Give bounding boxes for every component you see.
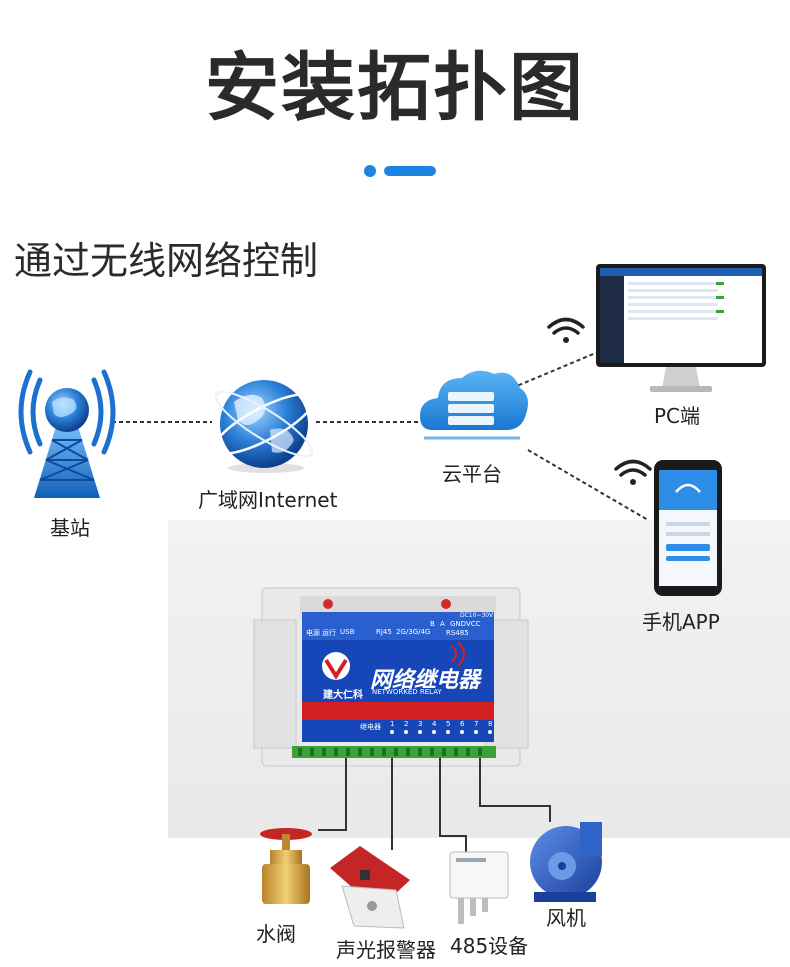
link-cloud-mobile: [527, 449, 649, 521]
relay-number: 1: [390, 720, 395, 728]
label-fan: 风机: [546, 906, 586, 930]
relay-number: 8: [488, 720, 493, 728]
relay-number: 3: [418, 720, 423, 728]
water-valve-icon: [260, 828, 312, 904]
port-label-rj45: RJ45: [376, 628, 392, 636]
port-label-a: A: [440, 620, 445, 628]
port-label-run: 运行: [322, 629, 336, 637]
relay-device: [253, 587, 529, 767]
base-station-icon: [18, 369, 116, 498]
sensor-485-icon: [449, 851, 509, 924]
section-subtitle: 通过无线网络控制: [14, 239, 319, 283]
globe-icon: [212, 380, 316, 473]
pc-monitor-icon: [596, 264, 766, 392]
port-label-gnd: GND: [450, 620, 467, 628]
mobile-phone-icon: [654, 460, 722, 596]
port-label-dc: DC10~30V: [460, 612, 494, 619]
relay-number: 4: [432, 720, 437, 728]
port-label-b: B: [430, 620, 435, 628]
page-title: 安装拓扑图: [205, 45, 585, 131]
label-pc: PC端: [654, 404, 701, 428]
link-cloud-pc: [511, 351, 599, 389]
label-internet: 广域网Internet: [198, 488, 338, 512]
relay-number: 2: [404, 720, 409, 728]
port-label-vcc: VCC: [466, 620, 481, 628]
relay-number: 6: [460, 720, 465, 728]
label-485-device: 485设备: [450, 934, 529, 958]
port-label-usb: USB: [340, 628, 355, 636]
port-label-rs485: RS485: [446, 629, 469, 637]
connection-lines: [112, 351, 649, 521]
relay-number: 7: [474, 720, 479, 728]
cloud-icon: [420, 370, 528, 440]
label-water-valve: 水阀: [256, 922, 296, 946]
title-dash-decoration: [384, 166, 436, 176]
alarm-icon: [330, 846, 410, 929]
port-label-cellular: 2G/3G/4G: [396, 628, 431, 636]
fan-icon: [530, 822, 602, 902]
device-product-name: 网络继电器: [370, 668, 481, 693]
label-base-station: 基站: [50, 516, 90, 540]
label-mobile-app: 手机APP: [642, 610, 720, 634]
port-label-power: 电源: [306, 629, 320, 637]
device-product-en: NETWORKED RELAY: [372, 688, 442, 696]
label-alarm: 声光报警器: [336, 938, 436, 962]
device-wires: [318, 758, 551, 852]
wifi-icon: [614, 459, 652, 485]
relay-number: 5: [446, 720, 451, 728]
device-brand: 建大仁科: [323, 690, 363, 701]
wifi-icon: [547, 317, 585, 343]
relay-row-label: 继电器: [360, 723, 381, 731]
label-cloud-platform: 云平台: [442, 462, 502, 486]
title-dot-decoration: [364, 165, 376, 177]
